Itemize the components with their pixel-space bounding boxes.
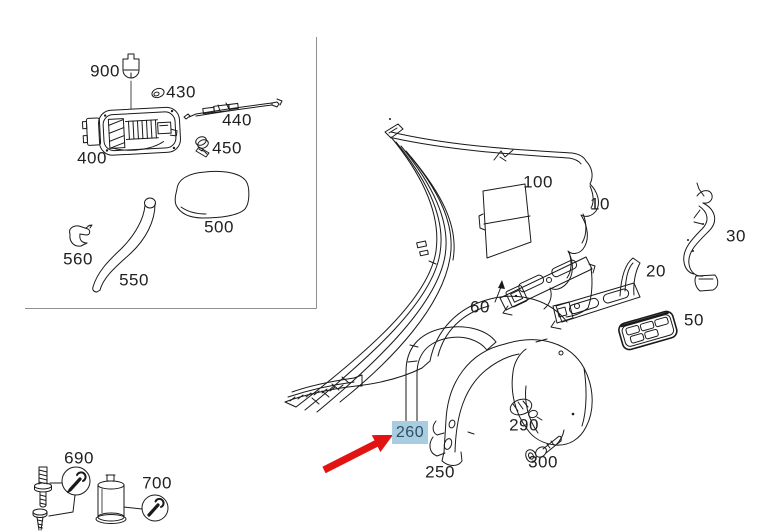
part-label-430: 430 [166, 82, 196, 102]
inset-panel-border [25, 37, 317, 309]
part-label-450: 450 [212, 138, 242, 158]
part-label-700: 700 [142, 473, 172, 493]
part-label-300: 300 [528, 452, 558, 472]
repair-patch-drawing [478, 183, 532, 259]
actuator-clip-drawing [122, 53, 140, 110]
red-arrow-icon [322, 435, 393, 474]
pointer-arrow-60 [494, 280, 505, 303]
wrench-icon [123, 494, 169, 522]
part-label-260-highlighted[interactable]: 260 [392, 421, 428, 444]
line-art-root [32, 53, 719, 531]
part-label-250: 250 [425, 462, 455, 482]
part-label-10: 10 [590, 194, 610, 214]
liner-clip-drawing [509, 398, 543, 421]
hose-clip-drawing [69, 224, 93, 247]
fastener-bolt-drawing [195, 136, 210, 158]
part-label-20: 20 [646, 261, 666, 281]
part-label-560: 560 [63, 249, 93, 269]
filler-flap-lid-drawing [174, 170, 250, 219]
part-label-400: 400 [77, 148, 107, 168]
part-label-50: 50 [684, 310, 704, 330]
sill-rail-drawing [499, 256, 596, 316]
wrench-icon [48, 466, 91, 517]
wheel-liner-drawing [429, 338, 593, 466]
filler-bracket-drawing [683, 182, 719, 292]
part-label-290: 290 [509, 415, 539, 435]
part-label-60: 60 [470, 297, 490, 317]
part-label-500: 500 [204, 217, 234, 237]
part-label-900: 900 [90, 61, 120, 81]
vent-grille-drawing [618, 310, 678, 351]
closing-panel-drawing [550, 257, 641, 330]
part-label-30: 30 [726, 226, 746, 246]
part-label-690: 690 [64, 448, 94, 468]
part-label-440: 440 [222, 110, 252, 130]
grommet-drawing [151, 87, 165, 99]
part-label-100: 100 [523, 172, 553, 192]
release-cable-drawing [183, 98, 283, 120]
filler-flap-housing-drawing [81, 106, 181, 156]
stud-and-screw-drawing [32, 466, 52, 531]
arch-cover-strip-drawing [405, 326, 497, 425]
expansion-rivet-drawing [525, 435, 562, 463]
quarter-panel-body-drawing [284, 118, 599, 413]
part-label-550: 550 [119, 270, 149, 290]
drain-hose-drawing [92, 197, 156, 293]
sealant-canister-drawing [95, 474, 127, 524]
